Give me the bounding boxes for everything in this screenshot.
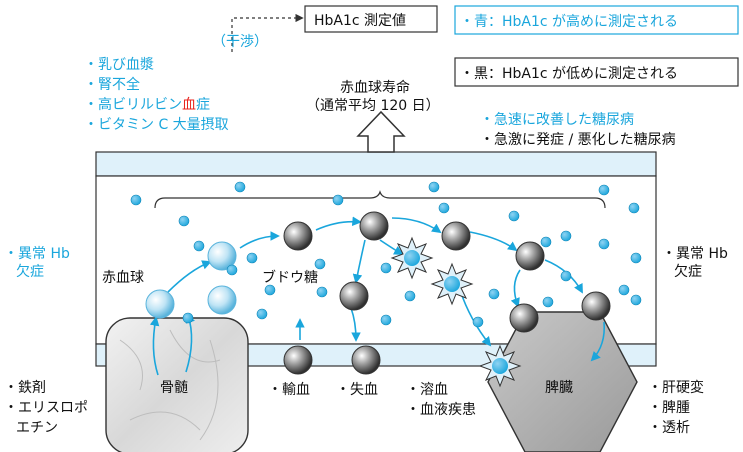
flow-arrows <box>149 216 606 376</box>
bottom-left-item-3: エチン <box>16 420 58 436</box>
lifespan-line2: （通常平均 120 日） <box>306 98 440 114</box>
brace <box>154 190 606 209</box>
diabetes-improved: ・急速に改善した糖尿病 <box>480 112 634 128</box>
hba1c-box <box>304 5 438 33</box>
glucose-dots <box>130 181 642 328</box>
bottom-right-item-1: ・肝硬変 <box>648 379 704 396</box>
rbc-label: 赤血球 <box>102 270 144 286</box>
left-abnormal-hb: ・異常 Hb <box>4 246 70 262</box>
rbc-cells <box>145 211 611 375</box>
legend-black: ・黒：HbA1c が低めに測定される <box>460 66 678 82</box>
hba1c-label: HbA1c 測定値 <box>314 13 406 29</box>
left-list-item-2: ・腎不全 <box>84 76 140 93</box>
vessel-top-wall <box>95 151 657 177</box>
marrow-texture <box>119 329 221 441</box>
bottom-right-item-2: ・脾腫 <box>648 400 690 416</box>
legend-blue: ・青：HbA1c が高めに測定される <box>460 13 678 30</box>
left-list-item-4: ・ビタミン C 大量摂取 <box>84 117 229 133</box>
left-list-item-1: ・乳び血漿 <box>84 57 154 73</box>
legend-blue-box <box>454 5 739 35</box>
interference-line <box>231 13 304 52</box>
hemolysis-cores <box>404 250 508 374</box>
diabetes-worsened: ・急激に発症 / 悪化した糖尿病 <box>480 131 676 148</box>
blood-loss-label: ・失血 <box>336 382 378 398</box>
right-deficiency: 欠症 <box>674 264 702 280</box>
left-deficiency: 欠症 <box>16 264 44 280</box>
interference-label: （干渉） <box>212 34 268 50</box>
glucose-label: ブドウ糖 <box>262 269 318 286</box>
left-list-item-3: ・高ビリルビン血症 <box>84 96 210 113</box>
blood-disease-label: ・血液疾患 <box>406 402 476 418</box>
legend-black-box <box>454 57 739 87</box>
lifespan-line1: 赤血球寿命 <box>340 79 410 96</box>
bottom-left-item-2: ・エリスロポ <box>4 400 88 416</box>
marrow-label: 骨髄 <box>160 380 188 396</box>
spleen-label: 脾臓 <box>545 380 573 396</box>
bottom-left-item-1: ・鉄剤 <box>4 380 46 396</box>
transfusion-label: ・輸血 <box>268 382 310 398</box>
hemolysis-label: ・溶血 <box>406 382 448 398</box>
lifespan-arrow <box>356 110 406 153</box>
right-abnormal-hb: ・異常 Hb <box>662 246 728 262</box>
bottom-right-item-3: ・透析 <box>648 420 690 436</box>
